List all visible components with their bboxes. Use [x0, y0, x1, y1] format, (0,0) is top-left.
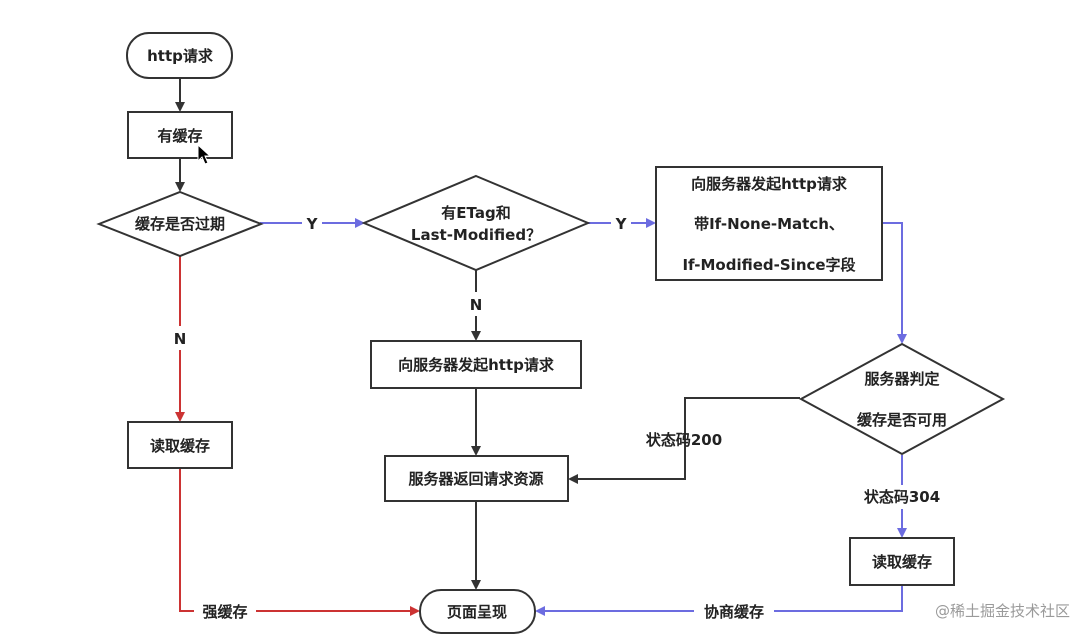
node-read-cache-right: 读取缓存 [849, 537, 955, 586]
node-plain-request-text: 向服务器发起http请求 [398, 356, 555, 374]
node-read-cache-right-text: 读取缓存 [872, 553, 932, 571]
node-page-render-text: 页面呈现 [447, 603, 507, 621]
node-expired-decision: 缓存是否过期 [96, 190, 264, 258]
node-server-check-text-line2: 缓存是否可用 [857, 411, 947, 429]
edge-status-200 [568, 397, 800, 484]
edge-conditional-to-server-check [882, 222, 907, 344]
node-has-cache-text: 有缓存 [157, 127, 202, 145]
node-page-render: 页面呈现 [419, 589, 536, 634]
edge-labels: Y Y N N 状态码200 状态码304 强缓存 协商缓存 [170, 211, 954, 624]
edge-negotiated-cache [535, 585, 903, 616]
node-read-cache-left-text: 读取缓存 [150, 437, 210, 455]
node-server-return-text: 服务器返回请求资源 [408, 470, 543, 488]
node-start: http请求 [126, 32, 233, 79]
label-expired-no: N [174, 330, 187, 348]
node-etag-text-line2: Last-Modified？ [411, 226, 541, 244]
node-has-cache: 有缓存 [127, 111, 233, 159]
node-conditional-text-line3: If-Modified-Since字段 [682, 256, 855, 274]
label-expired-yes: Y [306, 215, 319, 233]
label-negotiated-cache: 协商缓存 [704, 603, 764, 621]
edge-strong-cache [179, 468, 420, 616]
label-strong-cache: 强缓存 [202, 603, 247, 621]
node-etag-text-line1: 有ETag和 [441, 204, 510, 222]
node-expired-text: 缓存是否过期 [135, 215, 225, 233]
edges [175, 79, 907, 616]
node-conditional-text-line2: 带If-None-Match、 [694, 215, 844, 233]
node-plain-request: 向服务器发起http请求 [370, 340, 582, 389]
node-etag-decision: 有ETag和 Last-Modified？ [361, 174, 591, 272]
node-read-cache-left: 读取缓存 [127, 421, 233, 469]
label-status-304: 状态码304 [864, 488, 940, 506]
node-server-check-text-line1: 服务器判定 [864, 370, 939, 388]
node-start-text: http请求 [147, 47, 214, 65]
label-status-200: 状态码200 [646, 431, 722, 449]
mouse-cursor-icon [197, 143, 212, 165]
node-server-return: 服务器返回请求资源 [384, 455, 569, 502]
node-server-check-decision: 服务器判定 缓存是否可用 [798, 342, 1006, 456]
watermark: @稀土掘金技术社区 [935, 602, 1070, 620]
label-etag-no: N [470, 296, 483, 314]
node-conditional-request: 向服务器发起http请求 带If-None-Match、 If-Modified… [655, 166, 883, 281]
node-conditional-text-line1: 向服务器发起http请求 [691, 175, 848, 193]
label-etag-yes: Y [615, 215, 628, 233]
nodes: http请求 有缓存 缓存是否过期 有ETag和 Last-Modified？ … [96, 32, 1006, 634]
